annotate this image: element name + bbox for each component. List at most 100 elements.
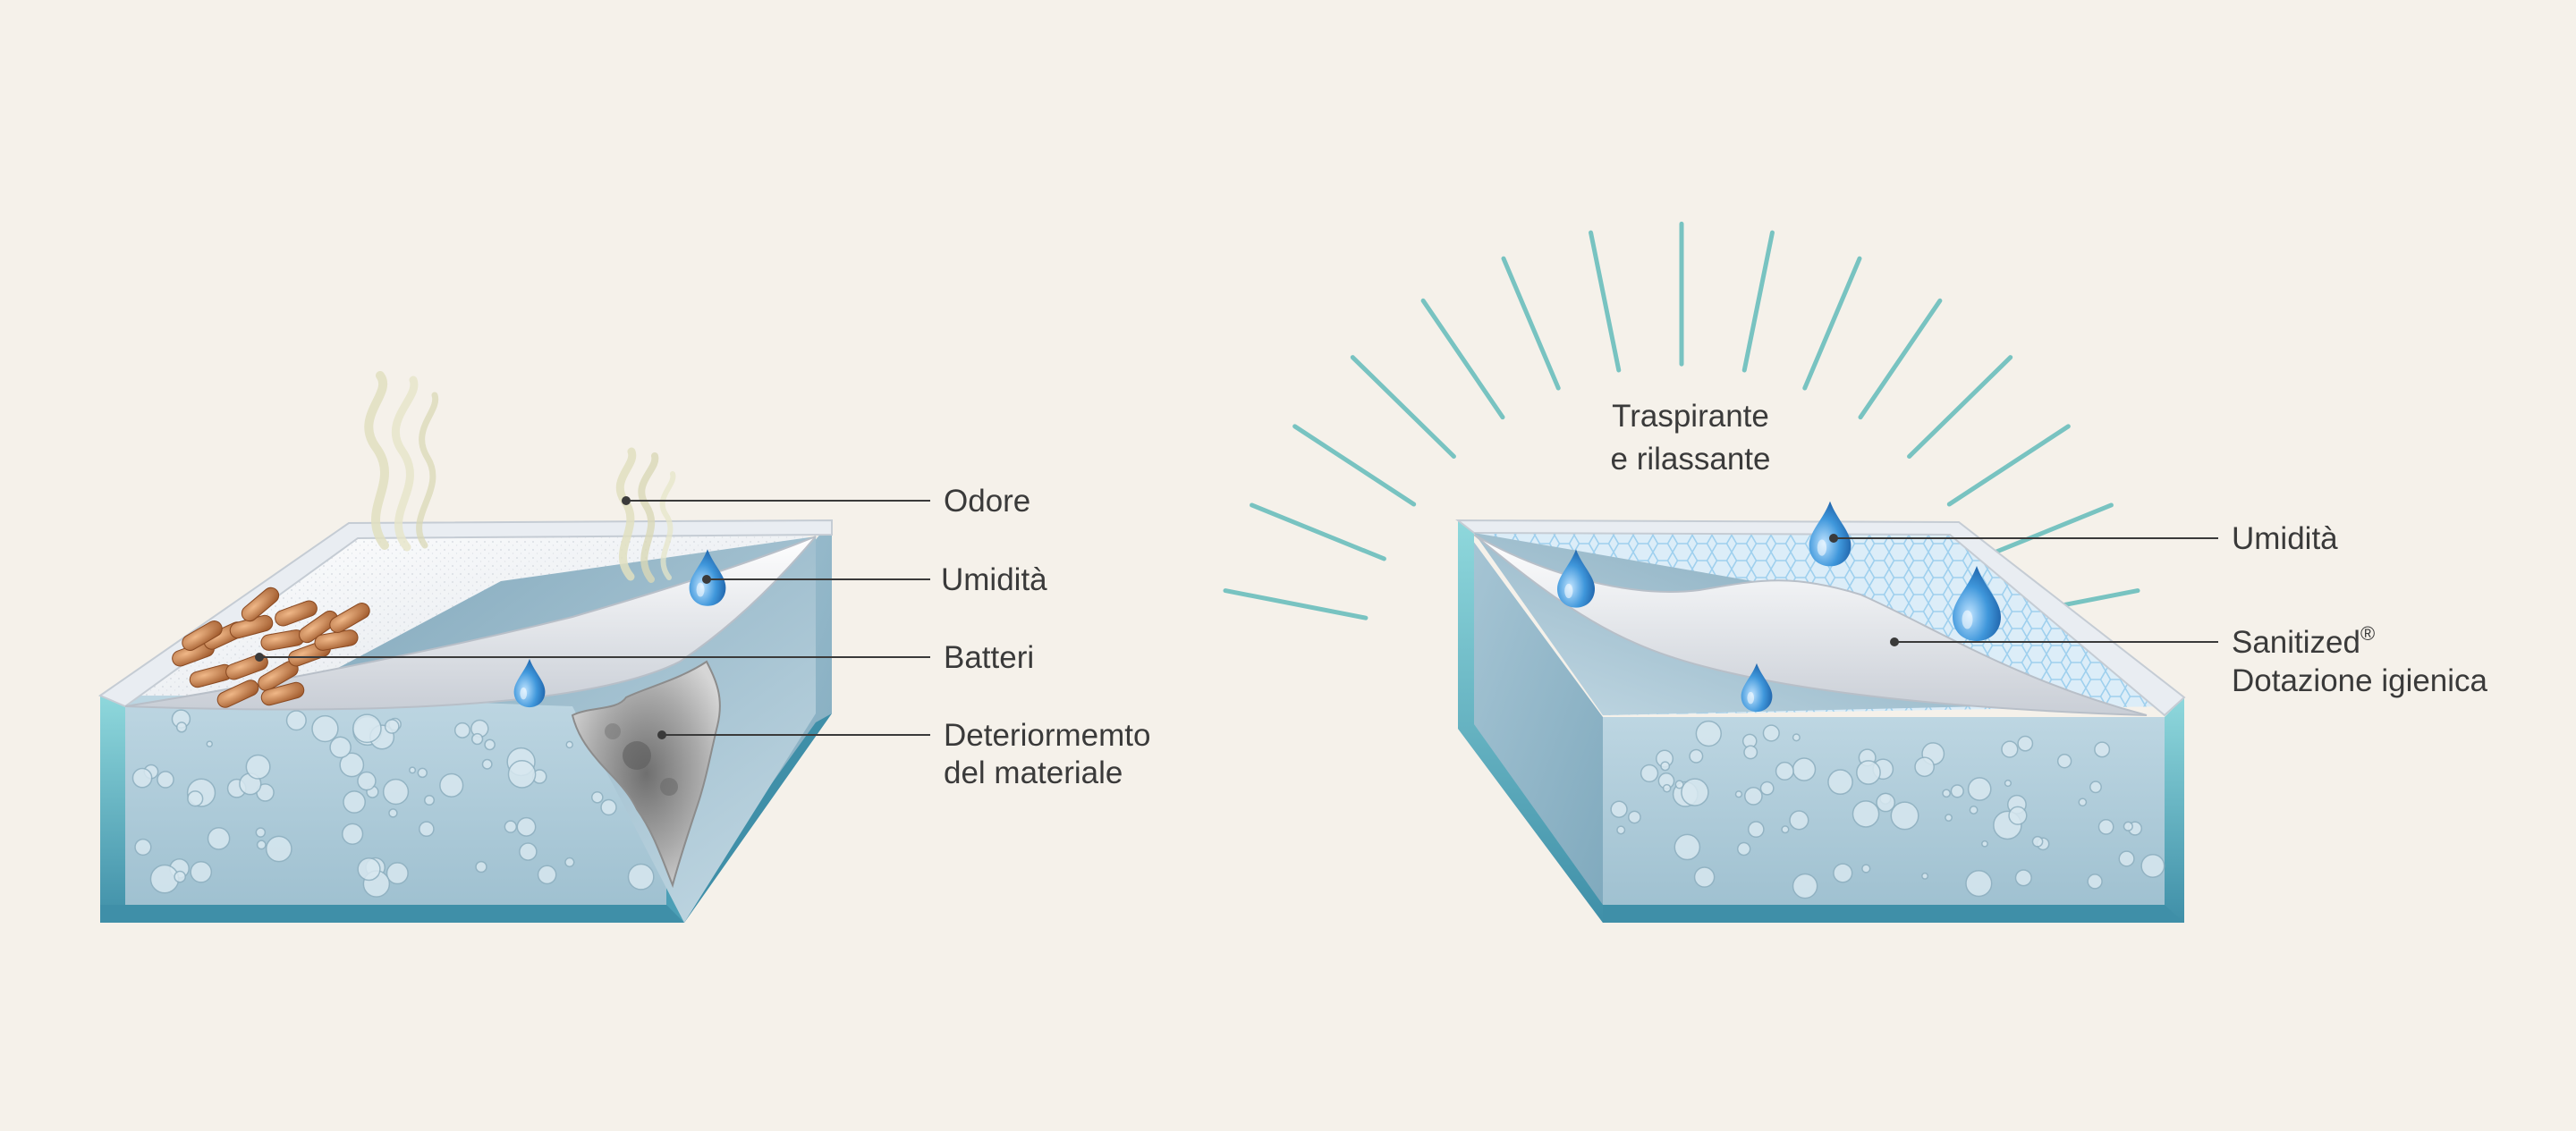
right-foam-side <box>1458 520 1603 923</box>
foam-bubble <box>175 722 188 733</box>
right-frame-right-edge <box>2165 697 2184 923</box>
foam-bubble <box>341 823 364 845</box>
damage-spot <box>660 778 678 796</box>
leader-dot <box>702 575 711 584</box>
foam-bubble <box>1759 781 1775 796</box>
foam-bubble <box>207 827 231 850</box>
label-odore: Odore <box>944 484 1030 519</box>
foam-bubble <box>2008 806 2028 825</box>
foam-bubble <box>339 752 365 778</box>
foam-bubble <box>1640 764 1659 783</box>
ray <box>1420 298 1505 420</box>
label-sanitized-text: Sanitized <box>2232 625 2360 660</box>
foam-bubble <box>2140 853 2165 878</box>
foam-bubble <box>627 863 655 890</box>
foam-bubble <box>1674 780 1684 789</box>
foam-bubble <box>2056 753 2072 769</box>
foam-bubble <box>357 857 381 882</box>
foam-bubble <box>1781 825 1790 834</box>
odor-wave-icon <box>364 371 676 583</box>
foam-bubble <box>565 740 573 749</box>
ray <box>1292 424 1417 507</box>
foam-bubble <box>1674 833 1701 861</box>
label-umidita-left: Umidità <box>941 562 1047 597</box>
foam-bubble <box>453 722 470 739</box>
ray <box>1350 355 1456 460</box>
foam-bubble <box>343 790 366 814</box>
foam-bubble <box>423 794 436 806</box>
foam-bubble <box>1861 864 1871 874</box>
foam-bubble <box>1792 873 1818 899</box>
ray <box>1977 502 2114 561</box>
foam-bubble <box>265 835 292 863</box>
ray <box>1907 355 2013 460</box>
foam-bubble <box>206 740 214 747</box>
foam-bubble <box>1914 756 1936 778</box>
label-deterioramento-line1: Deteriormemto <box>944 718 1150 753</box>
odor-wave <box>392 376 419 552</box>
foam-bubble <box>329 736 352 759</box>
right-foam-bubbles <box>1610 720 2165 899</box>
foam-bubble <box>484 739 496 751</box>
foam-bubble <box>1890 801 1919 831</box>
foam-bubble <box>1734 790 1743 798</box>
foam-bubble <box>1981 840 1988 848</box>
foam-bubble <box>470 732 484 746</box>
left-cover-flap <box>124 536 817 711</box>
label-batteri: Batteri <box>944 640 1034 675</box>
odor-wave <box>364 371 389 550</box>
odor-wave <box>638 452 659 583</box>
foam-bubble <box>382 778 410 806</box>
foam-bubble <box>187 790 204 807</box>
foam-bubble <box>1792 757 1817 781</box>
foam-bubble <box>256 840 267 850</box>
label-umidita-right: Umidità <box>2232 521 2338 556</box>
foam-bubble <box>1616 825 1626 835</box>
right-frame-bottom-edge <box>1603 905 2184 923</box>
foam-bubble <box>1743 745 1758 760</box>
right-cover-flap <box>1473 534 2148 716</box>
foam-bubble <box>2004 779 2012 788</box>
ray-icon <box>1223 221 2140 620</box>
foam-bubble <box>1662 783 1672 793</box>
leader-dot <box>1890 637 1899 646</box>
ray <box>1802 256 1862 391</box>
foam-bubble <box>2123 821 2133 831</box>
ray <box>1858 298 1943 420</box>
foam-bubble <box>600 798 617 816</box>
foam-bubble <box>386 862 409 885</box>
foam-bubble <box>1775 761 1794 781</box>
left-mattress-illustration <box>97 371 833 923</box>
foam-bubble <box>2031 835 2044 848</box>
foam-bubble <box>2094 741 2111 758</box>
right-leader-lines <box>1829 534 2218 646</box>
foam-bubble <box>1762 724 1780 742</box>
foam-bubble <box>2017 735 2034 752</box>
right-frame-left-edge <box>1458 520 1603 923</box>
foam-bubble <box>1689 748 1704 764</box>
ray <box>1223 588 1368 620</box>
damage-spot <box>623 741 651 770</box>
foam-bubble <box>1693 866 1716 888</box>
label-sanitized: Sanitized® <box>2232 622 2375 660</box>
foam-bubble <box>590 790 604 804</box>
foam-bubble <box>1610 800 1628 818</box>
foam-bubble <box>2001 740 2019 758</box>
left-frame-side-bottom <box>684 713 832 923</box>
foam-bubble <box>311 714 339 743</box>
foam-bubble <box>2014 869 2032 887</box>
foam-bubble <box>481 758 493 770</box>
label-sanitized-mark: ® <box>2360 622 2375 645</box>
right-mattress-illustration <box>1455 501 2186 923</box>
damage-spot <box>605 723 621 739</box>
foam-bubble <box>1945 814 1953 822</box>
title-traspirante: Traspirante <box>1612 399 1769 434</box>
foam-bubble <box>1660 761 1671 772</box>
foam-bubble <box>507 760 537 789</box>
foam-bubble <box>2078 798 2088 807</box>
foam-bubble <box>190 860 213 883</box>
left-leader-lines <box>255 496 930 739</box>
ray <box>1741 230 1775 373</box>
left-frame-bottom-edge <box>100 905 684 923</box>
